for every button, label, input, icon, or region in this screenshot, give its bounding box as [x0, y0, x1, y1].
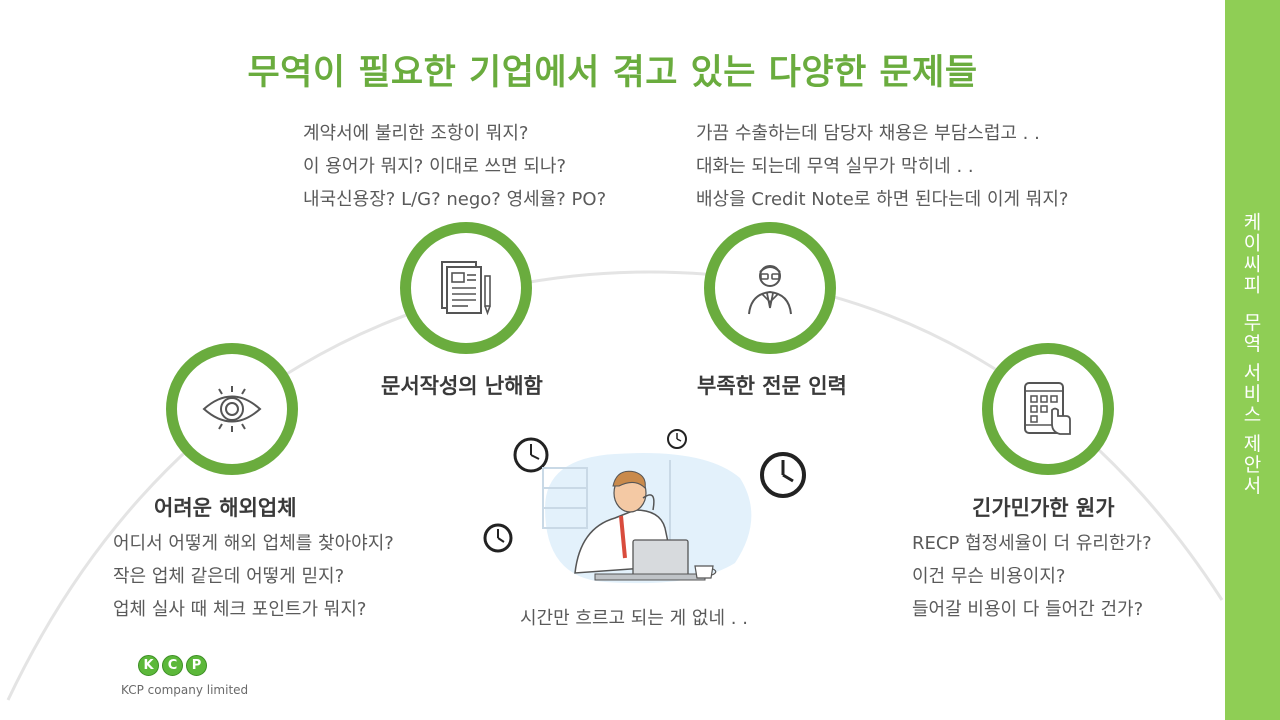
heading-staffing: 부족한 전문 인력: [697, 374, 847, 398]
question-line: 가끔 수출하는데 담당자 채용은 부담스럽고 . .: [696, 123, 1040, 144]
clock-icon: [760, 452, 806, 498]
logo-letter: K: [138, 655, 159, 676]
question-line: 배상을 Credit Note로 하면 된다는데 이게 뭐지?: [696, 189, 1069, 210]
heading-documentation: 문서작성의 난해함: [381, 374, 543, 398]
side-bar-label: 케이씨피 무역 서비스 제안서: [1240, 212, 1262, 497]
heading-overseas-vendor: 어려운 해외업체: [154, 496, 297, 520]
kcp-logo: K C P: [138, 655, 207, 676]
logo-letter: C: [162, 655, 183, 676]
clock-icon: [513, 437, 549, 473]
person-ring: [704, 222, 836, 354]
eye-icon: [202, 386, 262, 432]
question-line: 업체 실사 때 체크 포인트가 뭐지?: [113, 599, 367, 620]
document-ring: [400, 222, 532, 354]
question-line: 내국신용장? L/G? nego? 영세율? PO?: [303, 189, 607, 210]
clock-icon: [667, 429, 687, 449]
cost-questions: RECP 협정세율이 더 유리한가? 이건 무슨 비용이지? 들어갈 비용이 다…: [912, 527, 1152, 626]
eye-ring: [166, 343, 298, 475]
tablet-ring: [982, 343, 1114, 475]
question-line: 계약서에 불리한 조항이 뭐지?: [303, 123, 529, 144]
person-glasses-icon: [748, 265, 792, 315]
heading-cost: 긴가민가한 원가: [972, 496, 1115, 520]
logo-letter: P: [186, 655, 207, 676]
question-line: RECP 협정세율이 더 유리한가?: [912, 533, 1152, 554]
tablet-touch-icon: [1024, 382, 1071, 435]
question-line: 이 용어가 뭐지? 이대로 쓰면 되나?: [303, 156, 566, 177]
question-line: 이건 무슨 비용이지?: [912, 566, 1066, 587]
center-caption: 시간만 흐르고 되는 게 없네 . .: [520, 608, 748, 629]
staffing-questions: 가끔 수출하는데 담당자 채용은 부담스럽고 . . 대화는 되는데 무역 실무…: [696, 117, 1068, 216]
question-line: 대화는 되는데 무역 실무가 막히네 . .: [696, 156, 974, 177]
page-title: 무역이 필요한 기업에서 겪고 있는 다양한 문제들: [247, 53, 978, 93]
document-pen-icon: [441, 261, 491, 316]
clock-icon: [483, 523, 513, 553]
stressed-worker-illustration: [542, 453, 752, 584]
overseas-vendor-questions: 어디서 어떻게 해외 업체를 찾아야지? 작은 업체 같은데 어떻게 믿지? 업…: [113, 527, 394, 626]
question-line: 들어갈 비용이 다 들어간 건가?: [912, 599, 1144, 620]
question-line: 어디서 어떻게 해외 업체를 찾아야지?: [113, 533, 394, 554]
side-bar: [1225, 0, 1280, 720]
question-line: 작은 업체 같은데 어떻게 믿지?: [113, 566, 345, 587]
company-name: KCP company limited: [121, 683, 249, 697]
documentation-questions: 계약서에 불리한 조항이 뭐지? 이 용어가 뭐지? 이대로 쓰면 되나? 내국…: [303, 117, 606, 216]
